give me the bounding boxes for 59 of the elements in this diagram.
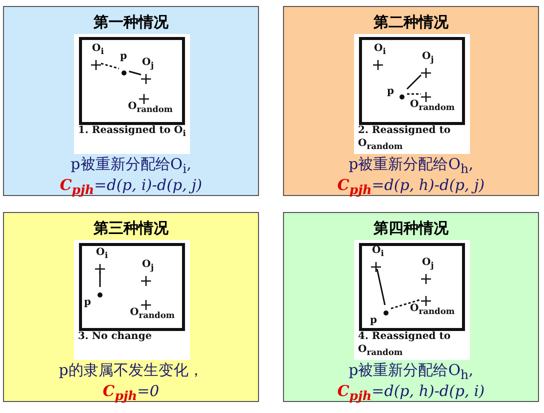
point-label: O$_{random}$ [128,101,173,114]
panel-background [283,6,539,196]
point-label: O$_{i}$ [92,43,104,56]
point-label: O$_{i}$ [96,247,108,260]
panel-background [283,212,539,402]
cross-marker [141,297,151,307]
figure-caption: 3. No change [78,330,153,343]
statement-text: p被重新分配给O$_{h}$, [348,155,474,178]
cross-marker [141,71,151,81]
cross-marker [373,57,383,67]
formula-text: =d(p, h)-d(p, i) [372,382,485,400]
plot-frame [79,37,185,125]
dashed-line [390,298,422,310]
panel-title: 第二种情况 [372,13,450,32]
plot-frame [79,243,185,331]
formula-text: =d(p, h)-d(p, j) [372,176,485,194]
cross-marker [421,271,431,281]
panel-background [3,6,259,196]
panel-background [3,212,259,402]
cross-marker [139,91,149,101]
cross-marker [95,261,105,271]
formula-text: =0 [137,382,160,400]
formula-text: =d(p, i)-d(p, j) [94,176,202,194]
statement-text: p被重新分配给O$_{h}$, [348,361,474,384]
cross-marker [421,65,431,75]
cross-marker [91,57,101,67]
panel-title: 第一种情况 [92,13,170,32]
dashed-line [100,62,120,70]
figure-caption: 4. Reassigned to O$_{random}$ [358,330,452,359]
statement-text: p的隶属不发生变化， [58,361,204,379]
point-label: p [370,315,377,326]
cross-marker [421,293,431,303]
plot-frame [359,37,465,125]
point-label: O$_{j}$ [142,57,154,70]
point-label: p [84,297,91,308]
point-label: O$_{random}$ [130,307,175,320]
point-label: O$_{j}$ [422,51,434,64]
figure-caption: 2. Reassigned to O$_{random}$ [358,124,452,153]
plot-frame [359,243,465,331]
dashed-line [407,93,421,95]
point-label: O$_{j}$ [142,259,154,272]
point-label: p [387,86,394,97]
connector-line [128,70,142,76]
panel-title: 第三种情况 [92,219,170,238]
cross-marker [371,259,381,269]
point-label: O$_{i}$ [374,43,386,56]
figure-caption: 1. Reassigned to O$_{i}$ [78,124,187,140]
point-label: p [120,51,127,62]
cross-marker [421,89,431,99]
connector-line [406,74,422,90]
panel-title: 第四种情况 [372,219,450,238]
point-label: O$_{j}$ [422,257,434,270]
point-label: O$_{i}$ [372,245,384,258]
connector-line [99,271,101,287]
point-label: O$_{random}$ [410,99,455,112]
statement-text: p被重新分配给O$_{i}$, [70,155,192,178]
connector-line [376,268,386,306]
point-label: O$_{random}$ [410,303,455,316]
cross-marker [141,273,151,283]
